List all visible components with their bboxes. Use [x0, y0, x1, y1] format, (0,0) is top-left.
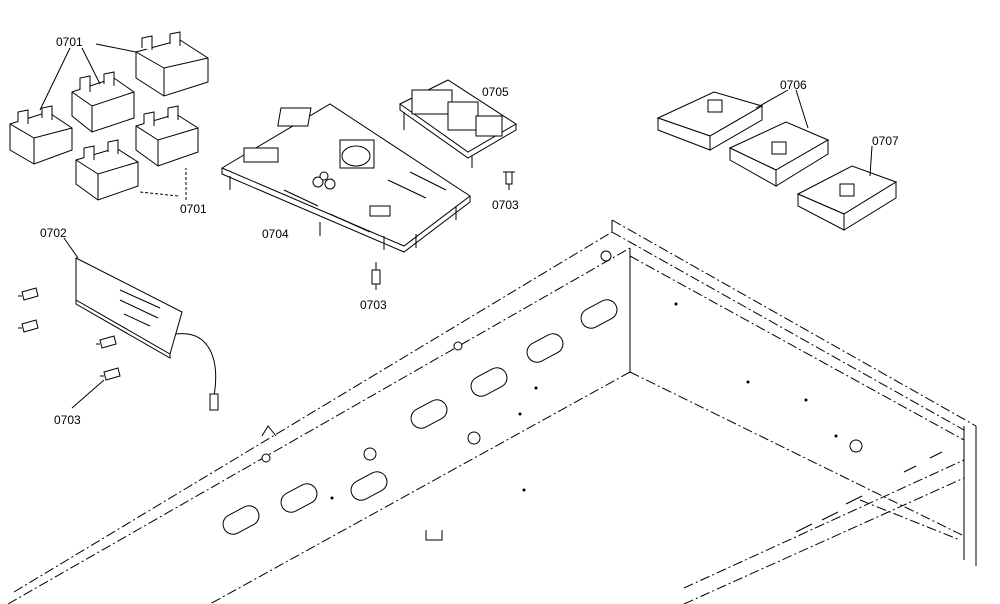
- chassis-frame: [7, 219, 977, 604]
- display-board: [63, 237, 219, 411]
- relay-board: [399, 79, 517, 168]
- igniter-block: [135, 31, 209, 97]
- callout-0704: 0704: [262, 227, 289, 241]
- module-0706b: [728, 121, 830, 187]
- callout-0705: 0705: [482, 85, 509, 99]
- callout-0703-board: 0703: [360, 298, 387, 312]
- igniter-block: [135, 105, 199, 167]
- igniter-block: [9, 105, 73, 165]
- fastener-right: [503, 171, 515, 190]
- igniter-block: [75, 139, 139, 201]
- callout-0702: 0702: [40, 226, 67, 240]
- leader-line: [71, 379, 105, 409]
- leader-line: [63, 237, 79, 259]
- fastener-left-set: [18, 287, 121, 409]
- callout-0703-left: 0703: [54, 413, 81, 427]
- leader-line: [39, 43, 137, 111]
- module-0707: [755, 89, 898, 231]
- module-0706a: [656, 91, 764, 151]
- fastener-center: [371, 262, 381, 290]
- igniter-block: [71, 71, 135, 133]
- callout-0706: 0706: [780, 78, 807, 92]
- callout-0703-right: 0703: [492, 198, 519, 212]
- callout-0701-top: 0701: [56, 35, 83, 49]
- igniter-block-group: [9, 31, 209, 201]
- callout-0701-bottom: 0701: [180, 202, 207, 216]
- leader-line: [139, 168, 187, 200]
- control-board: [220, 103, 471, 253]
- leader-line: [755, 89, 873, 177]
- callout-0707: 0707: [872, 134, 899, 148]
